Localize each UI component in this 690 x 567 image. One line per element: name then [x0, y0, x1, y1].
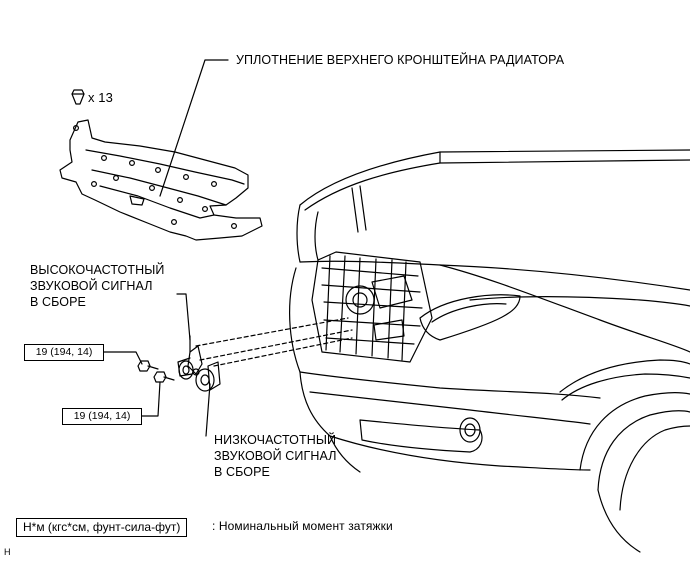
radiator-support-seal-illustration — [59, 119, 263, 241]
high-horn-leader-line — [176, 293, 191, 341]
install-position-lines — [195, 317, 353, 367]
seal-leader-line — [159, 59, 229, 197]
clip-count-label: x 13 — [88, 90, 113, 105]
low-pitched-horn-illustration — [195, 361, 221, 392]
high-horn-label-line-1: ВЫСОКОЧАСТОТНЫЙ — [30, 263, 165, 277]
clip-icon — [71, 89, 85, 105]
bolt-icon — [153, 371, 175, 383]
vehicle-front-illustration — [289, 149, 690, 553]
torque-leader-line-upper — [103, 351, 143, 365]
torque-units-legend-box: Н*м (кгс*см, фунт-сила-фут) — [16, 518, 188, 537]
high-horn-label-line-2: ЗВУКОВОЙ СИГНАЛ — [30, 279, 153, 293]
low-horn-label-line-2: ЗВУКОВОЙ СИГНАЛ — [214, 449, 337, 463]
bolt-icon — [137, 360, 159, 372]
high-horn-label-line-3: В СБОРЕ — [30, 295, 86, 309]
torque-legend-description: : Номинальный момент затяжки — [212, 519, 393, 533]
torque-spec-box-lower: 19 (194, 14) — [62, 408, 142, 425]
figure-code: H — [4, 547, 11, 557]
low-horn-leader-line — [205, 383, 211, 437]
radiator-seal-label: УПЛОТНЕНИЕ ВЕРХНЕГО КРОНШТЕЙНА РАДИАТОРА — [236, 53, 565, 67]
high-pitched-horn-illustration — [177, 335, 203, 380]
torque-spec-box-upper: 19 (194, 14) — [24, 344, 104, 361]
torque-leader-line-lower — [141, 381, 161, 417]
low-horn-label-line-3: В СБОРЕ — [214, 465, 270, 479]
low-horn-label-line-1: НИЗКОЧАСТОТНЫЙ — [214, 433, 337, 447]
